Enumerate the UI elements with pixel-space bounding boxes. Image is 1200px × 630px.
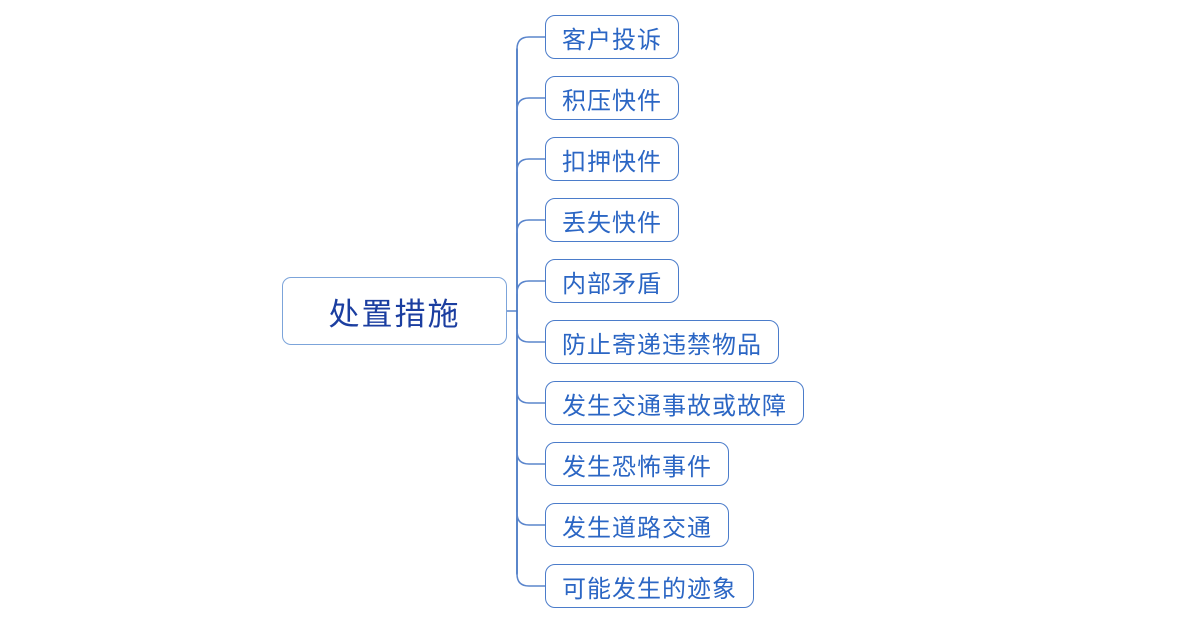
connector-path [516,329,546,343]
connector-path [516,512,546,526]
connector-path [516,280,546,294]
child-node-3[interactable]: 丢失快件 [545,198,679,242]
connector-path [516,36,546,50]
connector-path [516,451,546,465]
child-node-5[interactable]: 防止寄递违禁物品 [545,320,779,364]
root-node[interactable]: 处置措施 [282,277,507,345]
child-node-8[interactable]: 发生道路交通 [545,503,729,547]
child-node-1[interactable]: 积压快件 [545,76,679,120]
connector-path [516,97,546,111]
connector-path [516,219,546,233]
child-node-9[interactable]: 可能发生的迹象 [545,564,754,608]
child-node-2[interactable]: 扣押快件 [545,137,679,181]
child-node-7[interactable]: 发生恐怖事件 [545,442,729,486]
connector-path [516,390,546,404]
connector-path [516,158,546,172]
child-node-6[interactable]: 发生交通事故或故障 [545,381,804,425]
connector-path [516,573,546,587]
child-node-4[interactable]: 内部矛盾 [545,259,679,303]
child-node-0[interactable]: 客户投诉 [545,15,679,59]
